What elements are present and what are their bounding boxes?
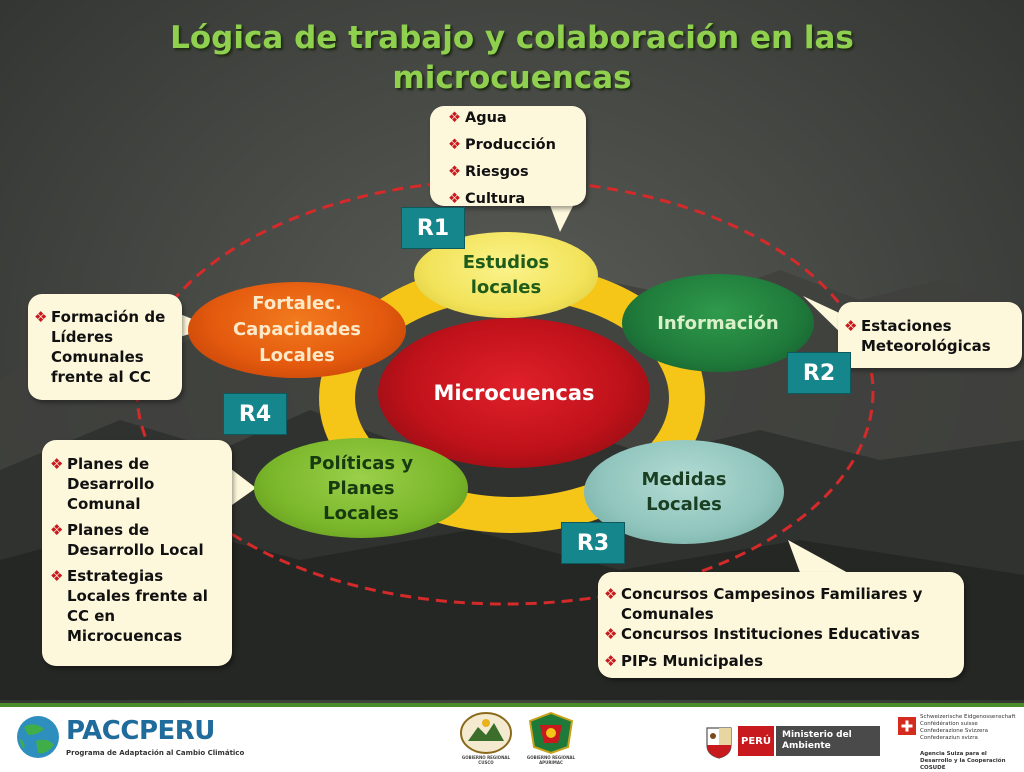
callout-right: ❖Estaciones Meteorológicas	[838, 302, 1022, 368]
bullet-icon: ❖	[50, 455, 64, 473]
list-item: ❖Estaciones Meteorológicas	[844, 317, 991, 355]
pacc-tagline: Programa de Adaptación al Cambio Climáti…	[66, 749, 245, 757]
bullet-icon: ❖	[448, 164, 461, 180]
list-item: ❖Producción	[448, 132, 586, 159]
node-informacion: Información	[622, 274, 814, 372]
bullet-icon: ❖	[604, 652, 618, 670]
list-item: ❖Cultura	[448, 186, 586, 213]
list-item: ❖Concursos Instituciones Educativas	[604, 625, 920, 643]
callout-tail-bottom-right	[788, 540, 850, 578]
callout-bottom-right: ❖Concursos Campesinos Familiares y Comun…	[598, 572, 964, 678]
apurimac-seal-logo: GOBIERNO REGIONAL APURIMAC	[524, 711, 578, 767]
callout-bottom-right-list: ❖Concursos Campesinos Familiares y Comun…	[604, 584, 960, 671]
bullet-icon: ❖	[604, 625, 618, 643]
list-item: ❖Riesgos	[448, 159, 586, 186]
list-item: ❖Planes de Desarrollo Local	[50, 521, 204, 559]
bullet-icon: ❖	[844, 317, 858, 335]
callout-bottom-left: ❖Planes de Desarrollo Comunal ❖Planes de…	[42, 440, 232, 666]
list-item: ❖PIPs Municipales	[604, 652, 764, 670]
pacc-brand-text: PACCPERU	[66, 716, 215, 746]
callout-right-list: ❖Estaciones Meteorológicas	[844, 316, 1016, 356]
swiss-cooperation-text: Schweizerische Eidgenossenschaft Confédé…	[920, 714, 1016, 771]
badge-r4: R4	[223, 393, 287, 435]
list-item: ❖Estrategias Locales frente al CC en Mic…	[50, 567, 208, 645]
bullet-icon: ❖	[34, 308, 48, 326]
center-microcuencas: Microcuencas	[378, 318, 650, 468]
list-item: ❖Formación de Líderes Comunales frente a…	[34, 308, 166, 386]
node-politicas-planes: Políticas y Planes Locales	[254, 438, 468, 538]
bullet-icon: ❖	[604, 585, 618, 603]
bullet-icon: ❖	[448, 110, 461, 126]
peru-coat-of-arms-icon	[706, 727, 732, 759]
badge-r3: R3	[561, 522, 625, 564]
callout-left-list: ❖Formación de Líderes Comunales frente a…	[34, 307, 178, 387]
cusco-seal-logo: GOBIERNO REGIONAL CUSCO	[458, 711, 514, 767]
node-fortalec-capacidades: Fortalec. Capacidades Locales	[188, 282, 406, 378]
bullet-icon: ❖	[448, 137, 461, 153]
pacc-globe-icon	[17, 716, 59, 758]
page-title: Lógica de trabajo y colaboración en las …	[170, 20, 854, 96]
badge-r1: R1	[401, 207, 465, 249]
callout-left: ❖Formación de Líderes Comunales frente a…	[28, 294, 182, 400]
ministerio-box: Ministerio del Ambiente	[776, 726, 880, 756]
callout-top: ❖Agua ❖Producción ❖Riesgos ❖Cultura	[430, 106, 586, 207]
bullet-icon: ❖	[50, 567, 64, 585]
list-item: ❖Concursos Campesinos Familiares y Comun…	[604, 585, 923, 623]
swiss-flag-icon	[898, 717, 916, 735]
callout-bottom-left-list: ❖Planes de Desarrollo Comunal ❖Planes de…	[50, 454, 228, 646]
bullet-icon: ❖	[50, 521, 64, 539]
node-medidas-locales: Medidas Locales	[584, 440, 784, 544]
list-item: ❖Planes de Desarrollo Comunal	[50, 455, 155, 513]
list-item: ❖Agua	[448, 105, 586, 132]
callout-top-list: ❖Agua ❖Producción ❖Riesgos ❖Cultura	[448, 105, 586, 213]
footer-logos-bar: PACCPERU Programa de Adaptación al Cambi…	[0, 703, 1024, 772]
badge-r2: R2	[787, 352, 851, 394]
bullet-icon: ❖	[448, 191, 461, 207]
peru-flag-box: PERÚ	[738, 726, 774, 756]
